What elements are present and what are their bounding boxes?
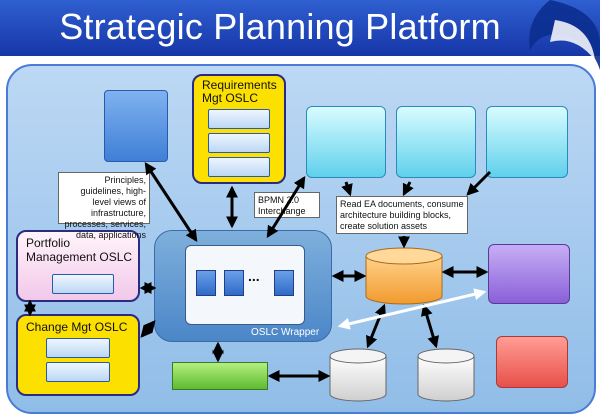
requirements-slot-1 <box>208 109 270 129</box>
change-slot-1 <box>46 338 110 358</box>
change-mgt-box: Change Mgt OSLC <box>16 314 140 396</box>
requirements-mgt-box: Requirements Mgt OSLC <box>192 74 286 184</box>
cyan-box-1 <box>306 106 386 178</box>
title-bar <box>0 0 600 56</box>
principles-source-box <box>104 90 168 162</box>
central-database-icon <box>365 247 443 305</box>
wrapper-slot-3 <box>274 270 294 296</box>
purple-box <box>488 244 570 304</box>
wrapper-ellipsis: ... <box>248 268 260 284</box>
wrapper-slot-1 <box>196 270 216 296</box>
change-slot-2 <box>46 362 110 382</box>
requirements-slot-2 <box>208 133 270 153</box>
oslc-wrapper-inner: ... <box>185 245 305 325</box>
requirements-slot-3 <box>208 157 270 177</box>
database-2-icon <box>417 348 475 402</box>
requirements-mgt-label: Requirements Mgt OSLC <box>202 78 277 105</box>
database-1-icon <box>329 348 387 402</box>
cyan-box-3 <box>486 106 568 178</box>
page-title: Strategic Planning Platform <box>59 6 501 47</box>
red-box <box>496 336 568 388</box>
oslc-wrapper-box: ... OSLC Wrapper <box>154 230 332 342</box>
oslc-wrapper-label: OSLC Wrapper <box>251 327 320 338</box>
wrapper-slot-2 <box>224 270 244 296</box>
read-ea-note: Read EA documents, consume architecture … <box>336 196 468 234</box>
change-mgt-label: Change Mgt OSLC <box>26 320 128 334</box>
green-component <box>172 362 268 390</box>
portfolio-management-box: Portfolio Management OSLC <box>16 230 140 302</box>
principles-note: Principles, guidelines, high-level views… <box>58 172 150 240</box>
logo-swoosh-icon <box>529 0 600 70</box>
portfolio-management-label: Portfolio Management OSLC <box>26 236 133 264</box>
cyan-box-2 <box>396 106 476 178</box>
portfolio-slot-1 <box>52 274 114 294</box>
